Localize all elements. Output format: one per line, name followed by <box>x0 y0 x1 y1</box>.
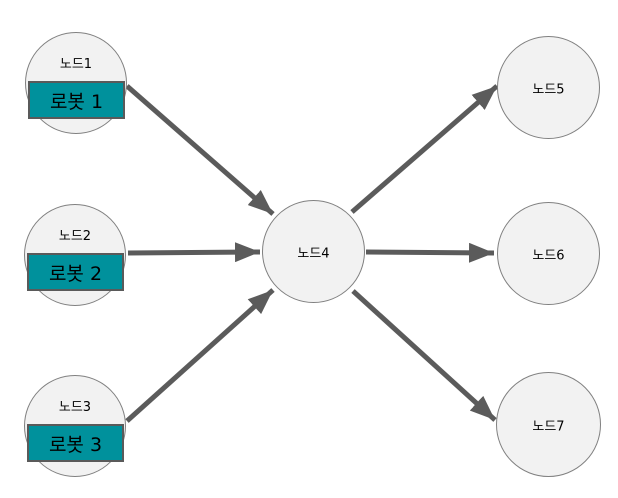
robot-badge-label-3: 로봇 3 <box>48 433 103 456</box>
node-circle-7[interactable]: 노드7 <box>496 372 601 477</box>
node-label-3: 노드3 <box>58 400 92 415</box>
edge-node3-to-node4[interactable] <box>125 288 275 423</box>
node-circle-4[interactable]: 노드4 <box>262 200 365 303</box>
node-circle-2[interactable]: 노드2 로봇 2 <box>24 204 126 306</box>
node-label-5: 노드5 <box>532 82 565 97</box>
robot-badge-3[interactable]: 로봇 3 <box>27 424 124 462</box>
edge-node2-to-node4[interactable] <box>127 242 261 263</box>
edge-node1-to-node4[interactable] <box>125 84 275 216</box>
node-circle-3[interactable]: 노드3 로봇 3 <box>24 375 126 477</box>
node-circle-5[interactable]: 노드5 <box>497 36 600 139</box>
robot-badge-label-2: 로봇 2 <box>48 262 103 285</box>
robot-badge-1[interactable]: 로봇 1 <box>28 81 125 119</box>
node-label-6: 노드6 <box>532 248 565 263</box>
node-label-2: 노드2 <box>58 229 92 244</box>
node-label-4: 노드4 <box>297 246 330 261</box>
node-label-7: 노드7 <box>532 419 565 434</box>
node-circle-1[interactable]: 노드1 로봇 1 <box>25 32 127 134</box>
edge-node4-to-node7[interactable] <box>351 289 497 422</box>
edge-node4-to-node6[interactable] <box>365 242 495 263</box>
node-label-1: 노드1 <box>59 57 93 72</box>
node-circle-6[interactable]: 노드6 <box>497 202 600 305</box>
robot-badge-label-1: 로봇 1 <box>49 90 104 113</box>
robot-badge-2[interactable]: 로봇 2 <box>27 253 124 291</box>
edge-node4-to-node5[interactable] <box>350 84 499 214</box>
